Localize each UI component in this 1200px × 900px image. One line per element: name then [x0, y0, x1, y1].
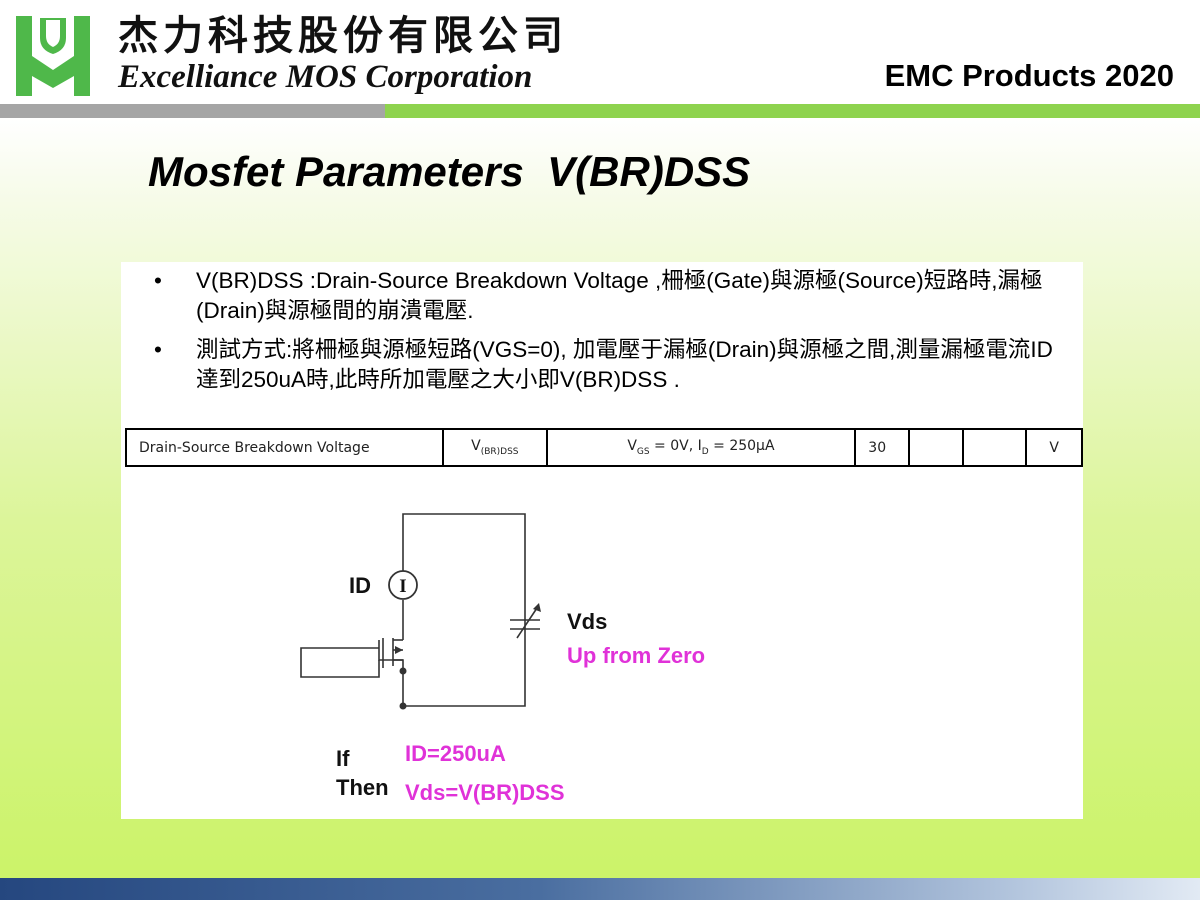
vds-note: Up from Zero — [567, 643, 706, 668]
spec-condition: VGS = 0V, ID = 250μA — [545, 428, 857, 467]
footer-band — [0, 878, 1200, 900]
variable-arrow-icon — [533, 603, 541, 612]
company-name-cn: 杰力科技股份有限公司 — [118, 12, 568, 59]
if-label: If — [336, 746, 350, 771]
table-row: Drain-Source Breakdown Voltage V(BR)DSS … — [124, 428, 1083, 467]
company-name-en: Excelliance MOS Corporation — [118, 59, 533, 95]
bullet-item: • V(BR)DSS :Drain-Source Breakdown Volta… — [151, 266, 1071, 326]
emc-logo-icon — [16, 16, 90, 96]
spec-parameter: Drain-Source Breakdown Voltage — [124, 428, 445, 467]
header-band-green — [385, 104, 1200, 118]
id-label: ID — [349, 573, 371, 598]
junction-dot — [399, 667, 407, 675]
header-tagline: EMC Products 2020 — [884, 58, 1174, 93]
spec-unit: V — [1025, 428, 1083, 467]
ammeter-symbol: I — [399, 576, 406, 597]
spec-symbol: V(BR)DSS — [442, 428, 548, 467]
bullet-text: 測試方式:將柵極與源極短路(VGS=0), 加電壓于漏極(Drain)與源極之間… — [196, 337, 1053, 392]
bullet-symbol: • — [154, 268, 162, 293]
spec-typ — [908, 428, 964, 467]
ammeter-icon — [388, 570, 418, 600]
if-value: ID=250uA — [405, 741, 506, 766]
spec-min: 30 — [854, 428, 911, 467]
then-label: Then — [336, 775, 389, 800]
circuit-wires — [300, 513, 540, 707]
then-value: Vds=V(BR)DSS — [405, 780, 565, 805]
bullet-symbol: • — [154, 337, 162, 362]
bullet-list: • V(BR)DSS :Drain-Source Breakdown Volta… — [151, 266, 1071, 404]
slide-title: Mosfet Parameters V(BR)DSS — [148, 148, 751, 195]
mosfet-arrow-icon — [395, 646, 403, 654]
content-panel: • V(BR)DSS :Drain-Source Breakdown Volta… — [121, 262, 1083, 819]
test-circuit-diagram: I — [300, 513, 541, 710]
junction-dot — [399, 702, 407, 710]
spec-max — [961, 428, 1028, 467]
bullet-item: • 測試方式:將柵極與源極短路(VGS=0), 加電壓于漏極(Drain)與源極… — [151, 335, 1071, 395]
vds-label: Vds — [567, 609, 608, 634]
bullet-text: V(BR)DSS :Drain-Source Breakdown Voltage… — [196, 268, 1043, 323]
header-band-gray — [0, 104, 385, 118]
spec-table: Drain-Source Breakdown Voltage V(BR)DSS … — [124, 428, 1083, 467]
header: 杰力科技股份有限公司 Excelliance MOS Corporation E… — [0, 0, 1200, 104]
